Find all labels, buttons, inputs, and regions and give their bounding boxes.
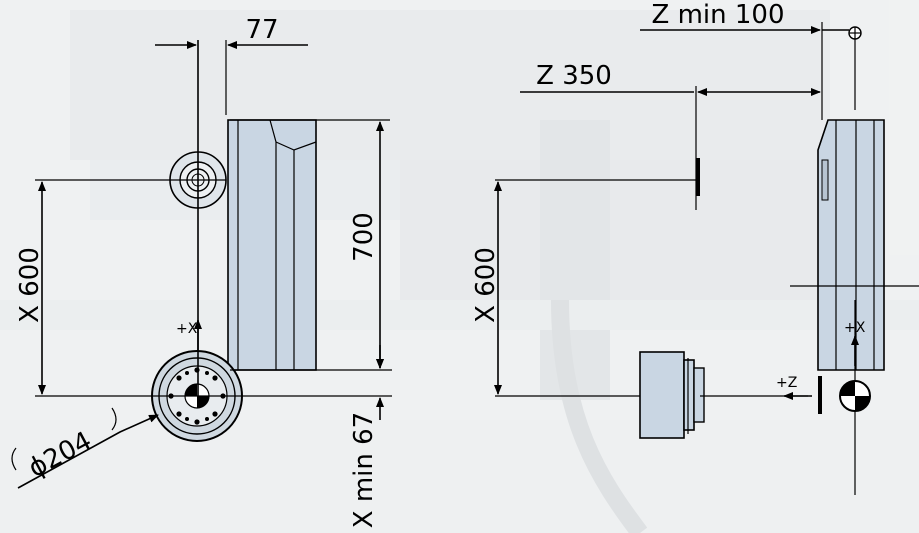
label-plus-z: +Z [776, 375, 797, 391]
label-x-min-67: X min 67 [349, 412, 379, 528]
tool-body-left [227, 119, 317, 371]
label-77: 77 [245, 15, 278, 45]
dimension-z-min-100: Z min 100 [640, 0, 849, 34]
zero-point-symbol [839, 300, 871, 495]
spindle-horizontal [639, 351, 705, 439]
label-plus-x-left: +X [176, 321, 198, 337]
label-x600-right: X 600 [471, 247, 501, 323]
dimension-z350: Z 350 [520, 61, 821, 96]
left-view: 77 700 X 600 X min 67 +X [11, 15, 392, 528]
label-z-min-100: Z min 100 [652, 0, 785, 30]
label-700: 700 [349, 212, 379, 262]
tool-body-right [790, 119, 919, 371]
dimension-700: 700 [349, 121, 384, 369]
dimension-x600-left: X 600 [15, 181, 46, 395]
label-z350: Z 350 [536, 61, 612, 91]
reference-point-top [848, 26, 862, 40]
axis-plus-z: +Z [776, 375, 812, 400]
axis-plus-x-left: +X [176, 319, 202, 350]
dimension-x-min-67: X min 67 [349, 345, 384, 528]
right-view: Z min 100 Z 350 X 600 +X +Z [471, 0, 919, 495]
label-x600-left: X 600 [15, 247, 45, 323]
dimension-77: 77 [155, 15, 308, 49]
dimension-x600-right: X 600 [471, 181, 502, 395]
label-plus-x-right: +X [844, 320, 866, 336]
axis-plus-x-right: +X [844, 320, 866, 366]
